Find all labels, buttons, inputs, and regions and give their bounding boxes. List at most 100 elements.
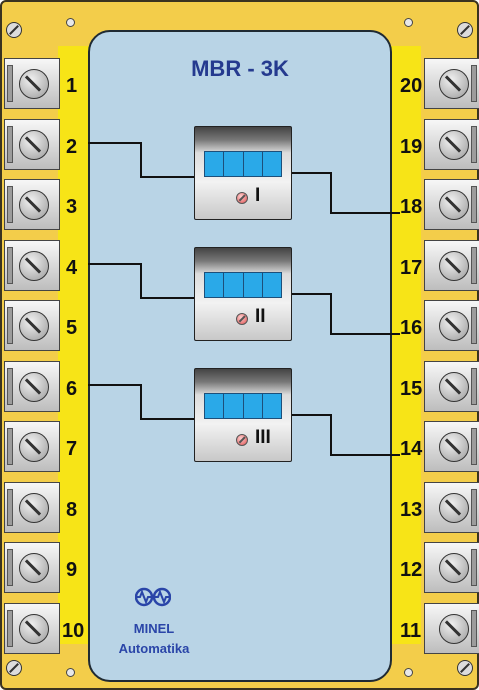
- terminal-number: 2: [66, 135, 78, 158]
- terminal-8: [4, 481, 60, 533]
- mount-pin-icon: [404, 18, 413, 27]
- screw-icon: [439, 553, 469, 583]
- wire-segment: [140, 297, 194, 299]
- terminal-number: 15: [400, 377, 423, 400]
- terminal-cap: [7, 65, 13, 102]
- terminal-number: 3: [66, 196, 78, 218]
- relay-module: III: [194, 368, 292, 462]
- screw-icon: [439, 190, 469, 220]
- screw-icon: [439, 69, 469, 99]
- corner-screw-icon: [457, 22, 473, 38]
- terminal-cap: [471, 307, 477, 344]
- terminal-16: [424, 300, 479, 351]
- indicator-led-icon: [236, 313, 248, 325]
- terminal-cap: [7, 307, 13, 344]
- display-segment: [224, 394, 244, 418]
- terminal-cap: [471, 246, 477, 284]
- terminal-cap: [7, 428, 13, 465]
- display-segment: [224, 152, 244, 176]
- terminal-number: 16: [400, 317, 423, 339]
- screw-icon: [19, 553, 49, 583]
- relay-display: [204, 272, 282, 298]
- wire-segment: [88, 383, 140, 386]
- terminal-cap: [471, 186, 477, 223]
- screw-icon: [19, 311, 49, 341]
- relay-label: II: [255, 306, 266, 327]
- relay-label: I: [255, 185, 261, 206]
- terminal-13: [424, 481, 479, 533]
- screw-icon: [439, 250, 469, 281]
- display-segment: [263, 394, 281, 418]
- wire-segment: [330, 333, 400, 335]
- terminal-11: [424, 602, 479, 654]
- screw-icon: [19, 432, 49, 462]
- screw-icon: [19, 69, 49, 99]
- terminal-cap: [7, 125, 13, 163]
- terminal-cap: [471, 367, 477, 405]
- brand-name: MINEL: [133, 621, 175, 636]
- terminal-cap: [7, 367, 13, 405]
- screw-icon: [439, 371, 469, 402]
- terminal-cap: [7, 186, 13, 223]
- terminal-5: [4, 300, 60, 351]
- wire-segment: [292, 293, 330, 295]
- relay-label: III: [255, 427, 271, 448]
- terminal-19: [424, 118, 479, 170]
- terminal-1: [4, 58, 60, 109]
- wire-segment: [88, 141, 140, 144]
- wire-segment: [140, 418, 194, 420]
- terminal-4: [4, 239, 60, 291]
- terminal-15: [424, 360, 479, 412]
- terminal-9: [4, 542, 60, 593]
- terminal-17: [424, 239, 479, 291]
- screw-icon: [19, 129, 49, 160]
- mount-pin-icon: [66, 668, 75, 677]
- corner-screw-icon: [6, 22, 22, 38]
- terminal-cap: [471, 488, 477, 526]
- terminal-number: 7: [66, 438, 78, 460]
- terminal-number: 9: [66, 559, 78, 581]
- screw-icon: [439, 129, 469, 160]
- terminal-cap: [7, 609, 13, 647]
- terminal-6: [4, 360, 60, 412]
- wire-segment: [140, 141, 142, 176]
- wire-segment: [330, 212, 400, 214]
- screw-icon: [19, 250, 49, 281]
- terminal-number: 14: [400, 438, 423, 460]
- terminal-number: 8: [66, 498, 78, 521]
- wire-segment: [88, 262, 140, 265]
- corner-screw-icon: [457, 660, 473, 676]
- terminal-number: 12: [400, 559, 423, 581]
- wire-segment: [330, 414, 332, 454]
- display-segment: [244, 273, 263, 297]
- wire-segment: [140, 176, 194, 178]
- display-segment: [244, 152, 263, 176]
- corner-screw-icon: [6, 660, 22, 676]
- relay-module: II: [194, 247, 292, 341]
- terminal-number: 18: [400, 196, 423, 218]
- terminal-cap: [7, 549, 13, 586]
- indicator-led-icon: [236, 434, 248, 446]
- terminal-cap: [471, 549, 477, 586]
- display-segment: [205, 394, 225, 418]
- terminal-cap: [7, 246, 13, 284]
- terminal-20: [424, 58, 479, 109]
- screw-icon: [439, 492, 469, 523]
- mount-pin-icon: [66, 18, 75, 27]
- screw-icon: [19, 492, 49, 523]
- mount-pin-icon: [404, 668, 413, 677]
- terminal-number: 13: [400, 498, 423, 521]
- terminal-7: [4, 421, 60, 472]
- display-segment: [244, 394, 263, 418]
- relay-display: [204, 151, 282, 177]
- terminal-12: [424, 542, 479, 593]
- terminal-cap: [7, 488, 13, 526]
- wire-segment: [330, 293, 332, 333]
- display-segment: [205, 152, 225, 176]
- display-segment: [263, 152, 281, 176]
- terminal-14: [424, 421, 479, 472]
- terminal-18: [424, 179, 479, 230]
- terminal-number: 19: [400, 135, 423, 158]
- indicator-led-icon: [236, 192, 248, 204]
